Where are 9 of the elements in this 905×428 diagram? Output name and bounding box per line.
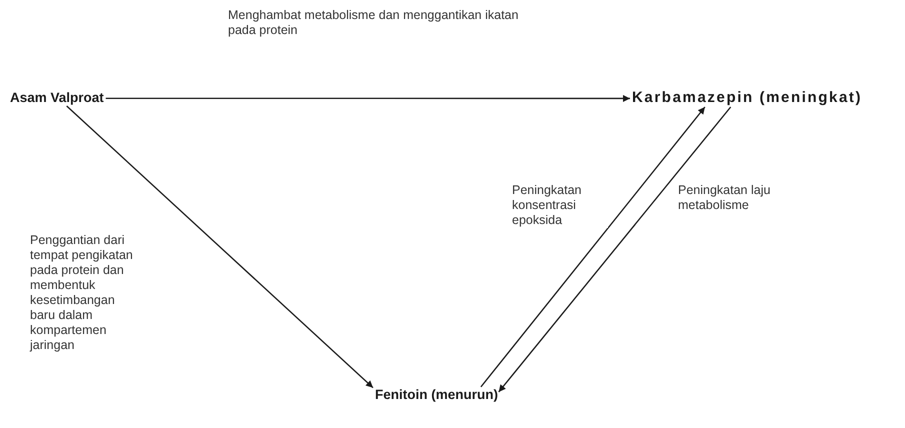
arrow xyxy=(106,94,630,102)
node-label: Karbamazepin (meningkat) xyxy=(632,89,862,106)
edge-label: Peningkatan konsentrasi epoksida xyxy=(512,183,608,228)
edge-label: Menghambat metabolisme dan menggantikan ikatan pada protein xyxy=(228,8,520,38)
arrow xyxy=(66,106,374,388)
node-label: Asam Valproat xyxy=(10,90,104,105)
arrow xyxy=(498,106,732,392)
arrow xyxy=(480,106,706,388)
node-label: Fenitoin (menurun) xyxy=(375,387,498,402)
